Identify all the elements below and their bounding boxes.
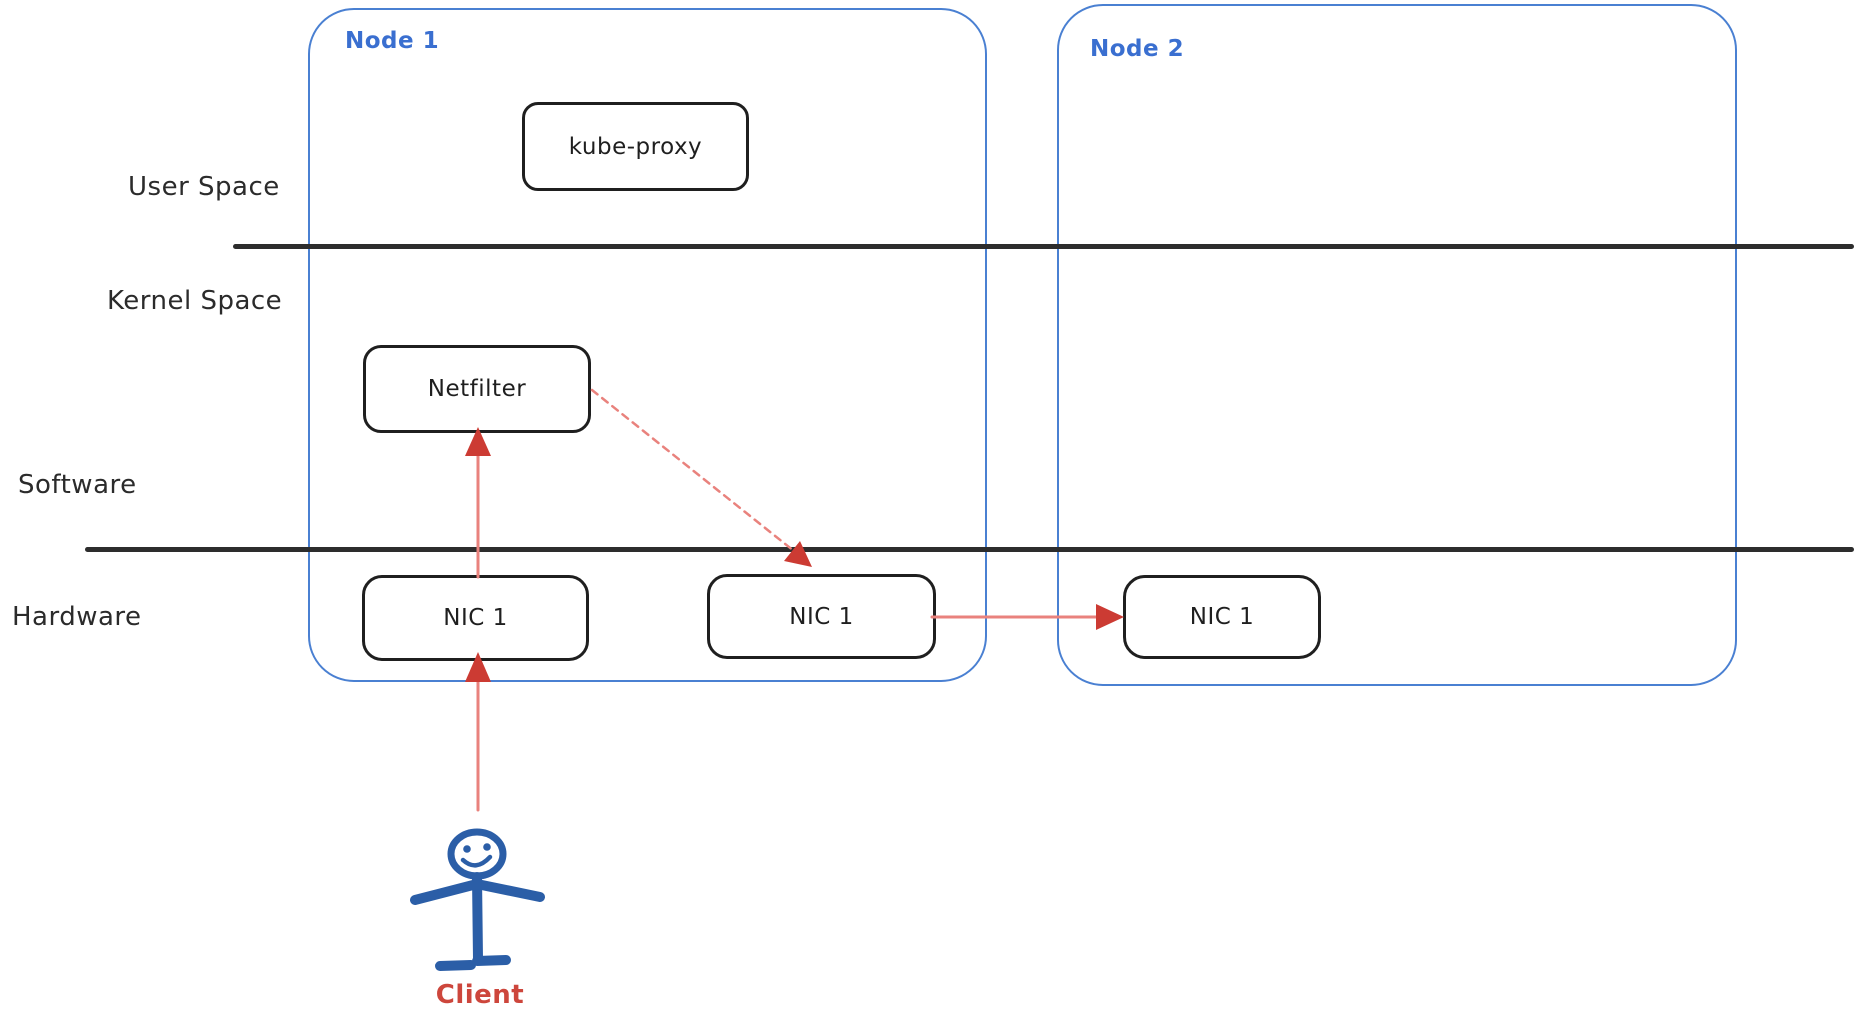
node1-container	[308, 8, 987, 682]
nic-node2-label: NIC 1	[1189, 604, 1255, 630]
node2-container	[1057, 4, 1737, 686]
divider-user-kernel	[233, 244, 1854, 249]
netfilter-box: Netfilter	[363, 345, 591, 433]
node2-label: Node 2	[1090, 36, 1185, 62]
layer-label-kernel-space: Kernel Space	[107, 286, 283, 316]
node1-label: Node 1	[345, 28, 440, 54]
layer-label-software: Software	[18, 470, 137, 500]
client-figure	[410, 828, 545, 971]
kube-proxy-label: kube-proxy	[568, 133, 703, 160]
layer-label-hardware: Hardware	[12, 602, 142, 632]
client-eye-right	[483, 843, 491, 851]
netfilter-label: Netfilter	[427, 376, 527, 402]
kube-proxy-box: kube-proxy	[522, 102, 749, 191]
client-eye-left	[463, 845, 471, 853]
nic1-node1-box: NIC 1	[362, 575, 589, 661]
nic2-node1-box: NIC 1	[707, 574, 936, 659]
nic1-node1-label: NIC 1	[443, 605, 508, 631]
nic-node2-box: NIC 1	[1123, 575, 1321, 659]
layer-label-user-space: User Space	[128, 172, 280, 202]
nic2-node1-label: NIC 1	[789, 603, 854, 630]
client-label: Client	[435, 980, 525, 1010]
divider-software-hardware	[85, 547, 1854, 552]
client-smile	[460, 854, 493, 868]
